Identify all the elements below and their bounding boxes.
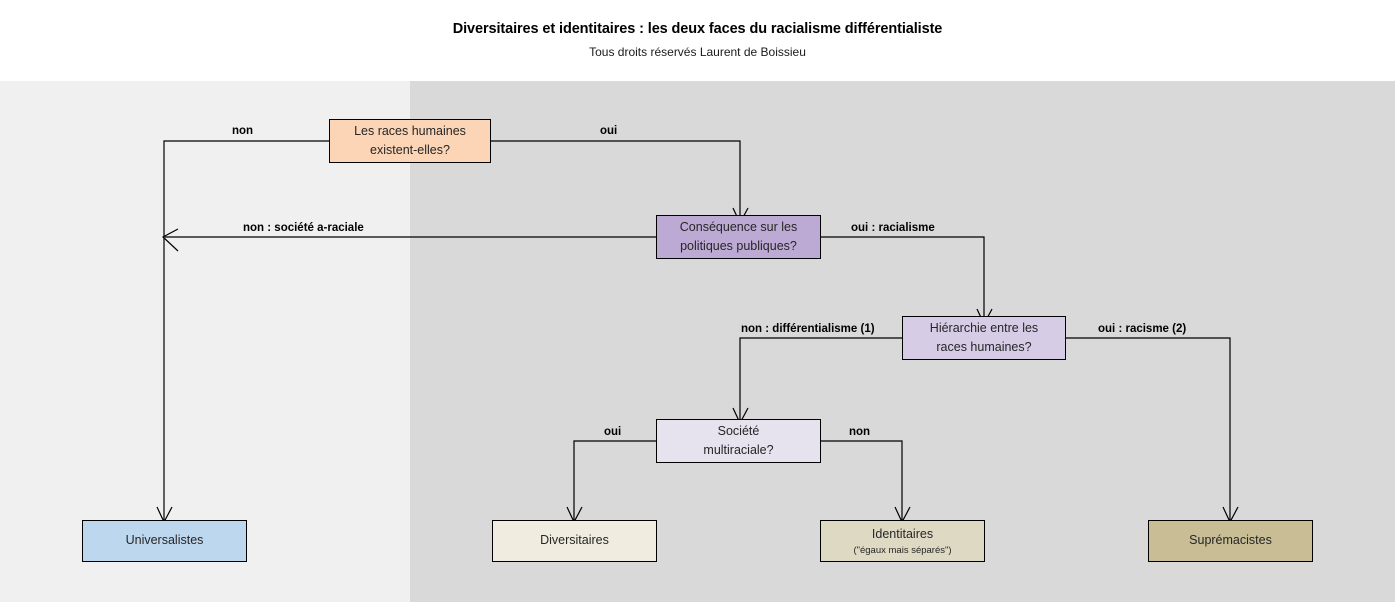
edge-oui-to-diversitaires — [573, 440, 656, 520]
node-consequence[interactable]: Conséquence sur les politiques publiques… — [656, 215, 821, 259]
node-societe-multiraciale[interactable]: Société multiraciale? — [656, 419, 821, 463]
page-subtitle: Tous droits réservés Laurent de Boissieu — [589, 45, 806, 59]
background-band-left — [0, 81, 410, 602]
arrowhead-societe-araciale — [161, 228, 179, 252]
node-hierarchie[interactable]: Hiérarchie entre les races humaines? — [902, 316, 1066, 360]
node-diversitaires[interactable]: Diversitaires — [492, 520, 657, 562]
page-title: Diversitaires et identitaires : les deux… — [452, 21, 943, 37]
node-universalistes[interactable]: Universalistes — [82, 520, 247, 562]
edge-label-oui-societe: oui — [604, 426, 622, 438]
chart-header: Diversitaires et identitaires : les deux… — [0, 0, 1395, 81]
edge-label-oui-racialisme: oui : racialisme — [851, 222, 935, 234]
node-races-humaines-label: Les races humaines existent-elles? — [354, 123, 466, 157]
node-races-humaines[interactable]: Les races humaines existent-elles? — [329, 119, 491, 163]
edge-label-non-differentialisme: non : différentialisme (1) — [741, 323, 875, 335]
edge-label-non-societe: non — [849, 426, 871, 438]
edge-oui-racialisme — [821, 236, 985, 322]
edge-non-differentialisme — [739, 337, 902, 421]
edge-oui-to-consequence — [491, 140, 741, 221]
node-consequence-label: Conséquence sur les politiques publiques… — [679, 219, 798, 253]
node-hierarchie-label: Hiérarchie entre les races humaines? — [929, 320, 1039, 354]
diagram-canvas: non oui non : société a-raciale oui : ra… — [0, 81, 1395, 602]
node-societe-multiraciale-label: Société multiraciale? — [703, 423, 774, 457]
edge-label-oui-racisme: oui : racisme (2) — [1098, 323, 1187, 335]
connector-layer — [156, 140, 1239, 524]
node-universalistes-label: Universalistes — [125, 533, 204, 548]
edge-non-to-universalistes — [163, 140, 329, 520]
node-supremacistes-label: Suprémacistes — [1189, 533, 1272, 548]
node-identitaires[interactable]: Identitaires ("égaux mais séparés") — [820, 520, 985, 562]
edge-non-to-identitaires — [821, 440, 903, 520]
edge-label-non-societe-araciale: non : société a-raciale — [243, 222, 364, 234]
edge-label-non: non — [232, 125, 254, 137]
edge-oui-racisme — [1066, 337, 1231, 520]
node-supremacistes[interactable]: Suprémacistes — [1148, 520, 1313, 562]
node-diversitaires-label: Diversitaires — [540, 533, 609, 548]
node-identitaires-label: Identitaires — [871, 526, 934, 541]
node-identitaires-sublabel: ("égaux mais séparés") — [853, 545, 952, 557]
edge-label-oui: oui — [600, 125, 618, 137]
